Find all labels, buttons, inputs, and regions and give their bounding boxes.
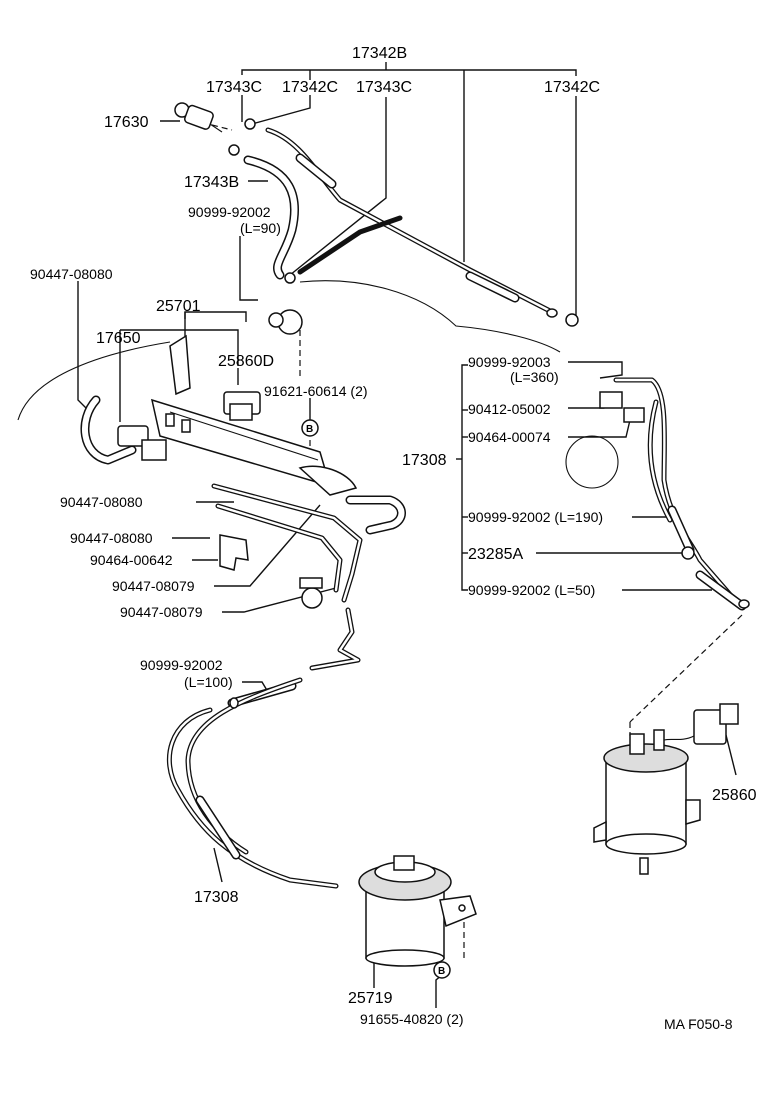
label-len-360: (L=360) (510, 369, 559, 385)
label-17308-right: 17308 (402, 452, 447, 469)
label-25860D: 25860D (218, 353, 274, 370)
hose-network (17, 127, 747, 889)
label-17342C-right: 17342C (544, 79, 600, 96)
label-90447-08080-a: 90447-08080 (30, 266, 113, 282)
label-17342B: 17342B (352, 45, 407, 62)
part-25860-canister (593, 703, 739, 875)
label-25860: 25860 (712, 787, 757, 804)
label-17343C-left: 17343C (206, 79, 262, 96)
label-90464-00074: 90464-00074 (468, 429, 551, 445)
label-90464-00642: 90464-00642 (90, 552, 173, 568)
ref-mark-b-upper: B (301, 419, 319, 437)
tube-ends (229, 308, 750, 709)
label-90412-05002: 90412-05002 (468, 401, 551, 417)
label-90999-92002-c: 90999-92002 (140, 657, 223, 673)
label-90447-08079-b: 90447-08079 (120, 604, 203, 620)
part-90464-00642-clip (219, 534, 249, 571)
part-90412-fitting (565, 391, 645, 489)
part-labels: 17342B 17343C 17342C 17343C 17342C 17630… (30, 45, 757, 1032)
drawing-code: MA F050-8 (664, 1016, 733, 1032)
clamps (228, 118, 695, 560)
label-17308-bottom: 17308 (194, 889, 239, 906)
ref-mark-b-upper-text: B (306, 424, 313, 435)
label-17343B: 17343B (184, 174, 239, 191)
part-clip-lower (299, 577, 323, 609)
part-17650-bracket (150, 334, 358, 496)
label-len-90: (L=90) (240, 220, 281, 236)
ref-mark-b-lower-text: B (438, 966, 445, 977)
part-25719-canister (358, 855, 477, 967)
label-25719: 25719 (348, 990, 393, 1007)
label-91655-40820: 91655-40820 (2) (360, 1011, 464, 1027)
ref-mark-b-lower: B (433, 961, 451, 979)
label-17343C-mid: 17343C (356, 79, 412, 96)
label-90447-08080-c: 90447-08080 (70, 530, 153, 546)
label-90999-92002-a: 90999-92002 (188, 204, 271, 220)
label-17630: 17630 (104, 114, 149, 131)
label-len-100: (L=100) (184, 674, 233, 690)
label-90999-92002-190: 90999-92002 (L=190) (468, 509, 603, 525)
label-17650: 17650 (96, 330, 141, 347)
part-25860D-vsv (117, 391, 261, 461)
label-91621-60614: 91621-60614 (2) (264, 383, 368, 399)
part-17630-valve (174, 102, 223, 133)
part-25701 (268, 309, 303, 335)
label-23285A: 23285A (468, 546, 523, 563)
label-90999-92002-50: 90999-92002 (L=50) (468, 582, 595, 598)
label-17342C-left: 17342C (282, 79, 338, 96)
label-90447-08080-b: 90447-08080 (60, 494, 143, 510)
label-90999-92003: 90999-92003 (468, 354, 551, 370)
label-90447-08079-a: 90447-08079 (112, 578, 195, 594)
label-25701: 25701 (156, 298, 201, 315)
